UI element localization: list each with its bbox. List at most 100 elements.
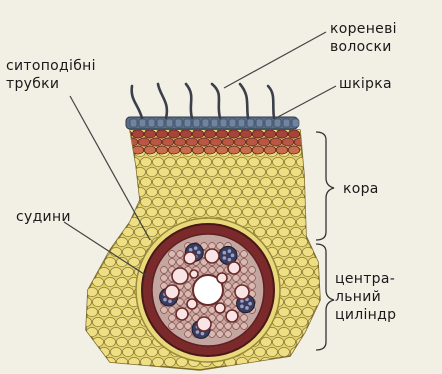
cortex-cell bbox=[86, 307, 97, 316]
cortex-cell bbox=[98, 327, 109, 336]
outer-cortex-cell bbox=[264, 146, 276, 154]
cortex-cell bbox=[242, 167, 253, 176]
cortex-cell bbox=[104, 217, 115, 226]
stele-cell bbox=[177, 259, 184, 266]
cortex-cell bbox=[218, 167, 229, 176]
cortex-cell bbox=[98, 227, 109, 236]
cortex-cell bbox=[92, 357, 103, 366]
cortex-cell bbox=[236, 157, 247, 166]
cortex-cell bbox=[308, 357, 319, 366]
cortex-cell bbox=[296, 197, 307, 206]
cortex-cell bbox=[98, 207, 109, 216]
cortex-cell bbox=[290, 327, 301, 336]
stele-cell bbox=[169, 307, 176, 314]
cortex-cell bbox=[176, 197, 187, 206]
cortex-cell bbox=[104, 357, 115, 366]
outer-cortex-band bbox=[120, 130, 306, 154]
cortex-cell bbox=[146, 187, 157, 196]
leader-skin bbox=[276, 86, 336, 118]
stele-cell bbox=[185, 331, 192, 338]
stele-cell bbox=[185, 323, 192, 330]
cortex-cell bbox=[254, 207, 265, 216]
cortex-cell bbox=[86, 167, 97, 176]
cortex-cell bbox=[110, 127, 121, 136]
cortex-cell bbox=[224, 177, 235, 186]
cortex-cell bbox=[296, 337, 307, 346]
cortex-cell bbox=[122, 147, 133, 156]
cortex-cell bbox=[314, 327, 325, 336]
stele-cell bbox=[161, 307, 168, 314]
cortex-cell bbox=[80, 157, 91, 166]
cortex-cell bbox=[284, 297, 295, 306]
cortex-cell bbox=[230, 207, 241, 216]
cortex-cell bbox=[314, 147, 325, 156]
cortex-cell bbox=[290, 167, 301, 176]
xylem-vessel bbox=[172, 268, 188, 284]
cortex-cell bbox=[164, 177, 175, 186]
epidermis-cell bbox=[247, 119, 254, 127]
cortex-cell bbox=[80, 177, 91, 186]
xylem-vessel bbox=[184, 252, 196, 264]
epidermis-cell bbox=[202, 119, 209, 127]
cortex-cell bbox=[122, 167, 133, 176]
cortex-cell bbox=[278, 307, 289, 316]
epidermis-cell bbox=[193, 119, 200, 127]
cortex-cell bbox=[80, 337, 91, 346]
epidermis-cell bbox=[139, 119, 146, 127]
cortex-cell bbox=[308, 197, 319, 206]
cortex-cell bbox=[302, 227, 313, 236]
outer-cortex-cell bbox=[168, 130, 180, 138]
cortex-cell bbox=[122, 187, 133, 196]
cortex-cell bbox=[308, 157, 319, 166]
cortex-cell bbox=[164, 197, 175, 206]
epidermis-cell bbox=[175, 119, 182, 127]
outer-cortex-cell bbox=[228, 146, 240, 154]
stele-cell bbox=[217, 331, 224, 338]
cortex-cell bbox=[80, 357, 91, 366]
cortex-cell bbox=[218, 207, 229, 216]
cortex-cell bbox=[104, 197, 115, 206]
stele-cell bbox=[217, 315, 224, 322]
cortex-cell bbox=[92, 197, 103, 206]
cortex-cell bbox=[284, 277, 295, 286]
cortex-cell bbox=[314, 247, 325, 256]
outer-cortex-cell bbox=[288, 146, 300, 154]
phloem-cell bbox=[228, 249, 232, 253]
cortex-cell bbox=[128, 237, 139, 246]
cortex-cell bbox=[272, 237, 283, 246]
cortex-cell bbox=[128, 337, 139, 346]
outer-cortex-cell bbox=[186, 138, 198, 146]
outer-cortex-cell bbox=[234, 138, 246, 146]
cortex-cell bbox=[278, 167, 289, 176]
cortex-cell bbox=[158, 167, 169, 176]
cortex-cell bbox=[116, 297, 127, 306]
cortex-cell bbox=[134, 187, 145, 196]
xylem-vessel bbox=[165, 285, 179, 299]
cortex-cell bbox=[308, 257, 319, 266]
epidermis-cell bbox=[220, 119, 227, 127]
cortex-cell bbox=[302, 127, 313, 136]
cortex-cell bbox=[296, 297, 307, 306]
cortex-cell bbox=[188, 157, 199, 166]
cortex-cell bbox=[200, 157, 211, 166]
cortex-cell bbox=[158, 187, 169, 196]
xylem-vessel bbox=[190, 270, 198, 278]
outer-cortex-cell bbox=[240, 146, 252, 154]
stele-cell bbox=[209, 267, 216, 274]
label-sieve-tubes: ситоподібні трубки bbox=[6, 57, 96, 93]
cortex-cell bbox=[86, 247, 97, 256]
epidermis-cell bbox=[184, 119, 191, 127]
phloem-cell bbox=[228, 258, 232, 262]
cortex-cell bbox=[212, 177, 223, 186]
outer-cortex-cell bbox=[204, 146, 216, 154]
cortex-cell bbox=[122, 347, 133, 356]
cortex-cell bbox=[260, 357, 271, 366]
outer-cortex-cell bbox=[252, 146, 264, 154]
outer-cortex-cell bbox=[198, 138, 210, 146]
epidermis-cell bbox=[265, 119, 272, 127]
stele-cell bbox=[241, 251, 248, 258]
cortex-cell bbox=[200, 197, 211, 206]
xylem-vessel bbox=[187, 299, 197, 309]
cortex-cell bbox=[122, 307, 133, 316]
cortex-cell bbox=[254, 167, 265, 176]
